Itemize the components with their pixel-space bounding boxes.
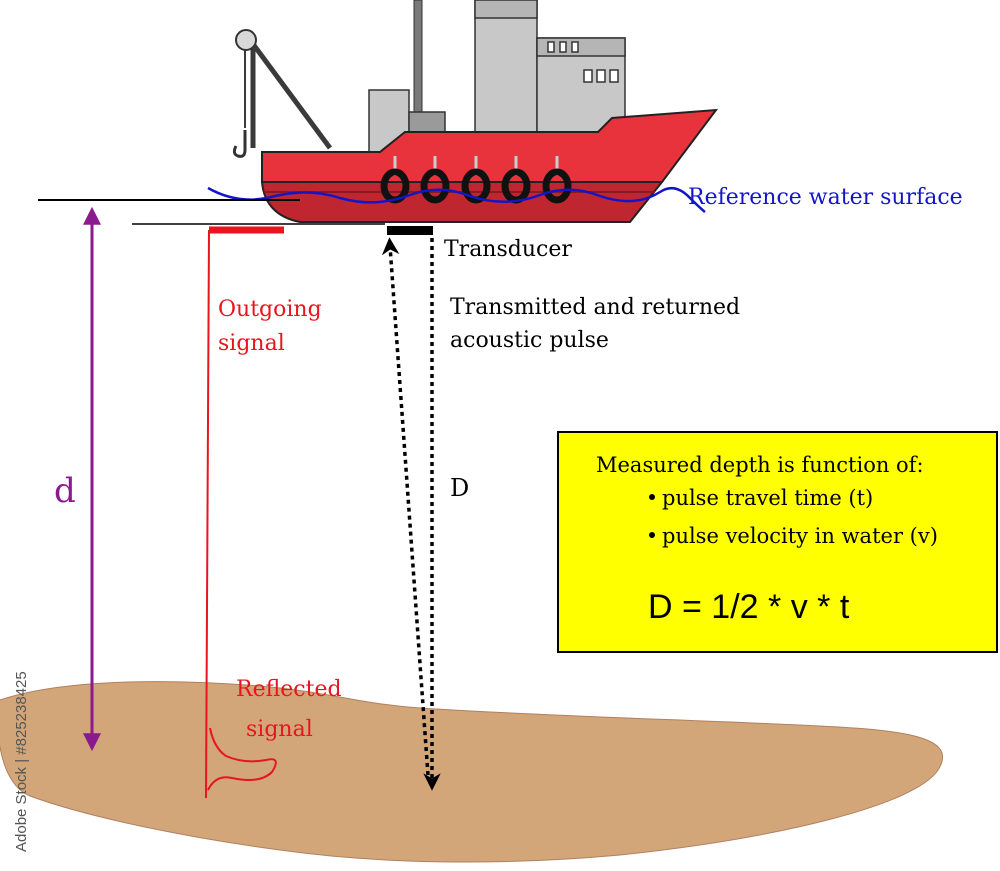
transducer bbox=[387, 226, 433, 235]
info-box-bullet-2: pulse velocity in water (v) bbox=[662, 524, 938, 548]
transducer-label: Transducer bbox=[444, 237, 572, 262]
survey-vessel bbox=[232, 0, 719, 223]
crane bbox=[232, 29, 333, 158]
bridge-tower bbox=[474, 0, 538, 136]
reflected-signal-label-line1: Reflected bbox=[236, 677, 342, 702]
pulse-label-line1: Transmitted and returned bbox=[450, 295, 740, 320]
bridge-top bbox=[474, 0, 538, 19]
info-box-heading: Measured depth is function of: bbox=[596, 453, 924, 477]
bridge-windows bbox=[547, 41, 619, 83]
info-box-formula: D = 1/2 * v * t bbox=[648, 588, 850, 626]
reflected-signal-label-line2: signal bbox=[246, 717, 313, 742]
info-box: Measured depth is function of: pulse tra… bbox=[557, 431, 998, 653]
bullet-dot bbox=[649, 494, 655, 500]
water-wave bbox=[207, 186, 706, 213]
tyre-fenders bbox=[380, 156, 572, 204]
reference-surface-label: Reference water surface bbox=[688, 185, 963, 210]
depth-D-label: D bbox=[450, 474, 469, 502]
signal-trace bbox=[205, 226, 284, 799]
info-box-bullet-1: pulse travel time (t) bbox=[662, 486, 873, 510]
mast bbox=[413, 0, 423, 116]
bullet-dot bbox=[649, 532, 655, 538]
returned-pulse-arrow bbox=[381, 237, 430, 776]
seabed bbox=[0, 681, 944, 863]
stock-watermark: Adobe Stock | #825238425 bbox=[13, 671, 30, 852]
outgoing-signal-label-line2: signal bbox=[218, 331, 285, 356]
outgoing-signal-label-line1: Outgoing bbox=[218, 297, 322, 322]
depth-d-label: d bbox=[54, 471, 76, 511]
pulse-label-line2: acoustic pulse bbox=[450, 328, 609, 353]
bridge-wing-upper bbox=[536, 37, 626, 57]
